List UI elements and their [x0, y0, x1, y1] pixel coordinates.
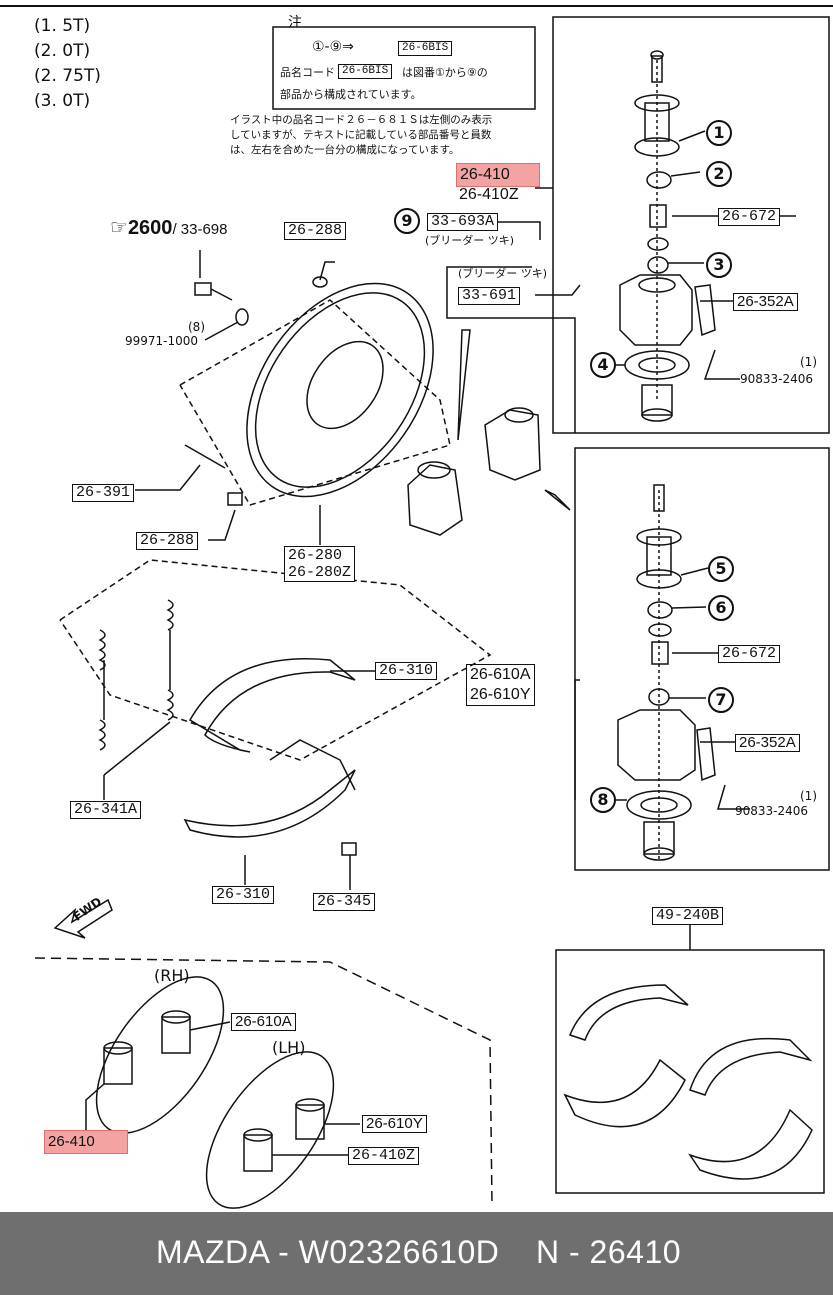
part-label-26-672-lower[interactable]: 26-672	[718, 645, 781, 663]
assembly-box-upper	[552, 16, 830, 434]
part-label-26-288-bottom[interactable]: 26-288	[136, 532, 199, 550]
part-label-26-410Z[interactable]: 26-410Z	[459, 186, 519, 203]
callout-2: 2	[706, 161, 732, 187]
part-label-26-610A: 26-610A	[470, 666, 531, 683]
part-label-26-310-bottom[interactable]: 26-310	[212, 886, 275, 904]
part-label-90833-lower[interactable]: 90833-2406	[735, 804, 809, 818]
capacity-item: (2. 0T)	[34, 41, 91, 61]
part-label-49-240B[interactable]: 49-240B	[652, 907, 724, 925]
part-label-26-410Z-bottom[interactable]: 26-410Z	[348, 1147, 420, 1165]
note-text-2: していますが、テキストに記載している部品番号と員数	[230, 129, 492, 141]
capacity-item: (2. 75T)	[34, 66, 101, 86]
callout-4: 4	[590, 352, 616, 378]
bleeder-note-2: (ブリーダー ツキ)	[458, 267, 548, 280]
callout-1: 1	[706, 120, 732, 146]
qty-upper: (1)	[800, 355, 817, 369]
part-label-26-352A-upper[interactable]: 26-352A	[733, 293, 798, 311]
shoe-kit-box	[555, 949, 825, 1194]
reference-rest: / 33-698	[172, 221, 228, 238]
callout-3: 3	[706, 252, 732, 278]
footer-code: N - 26410	[536, 1234, 682, 1270]
note-code-1: 26-6BIS	[398, 41, 453, 56]
callout-5: 5	[708, 556, 734, 582]
bleeder-note-1: (ブリーダー ツキ)	[425, 234, 515, 247]
part-label-26-352A-lower[interactable]: 26-352A	[735, 734, 800, 752]
capacity-item: (3. 0T)	[34, 91, 91, 111]
callout-6: 6	[708, 595, 734, 621]
part-label-99971[interactable]: 99971-1000	[125, 334, 199, 348]
lh-label: (LH)	[272, 1038, 306, 1057]
part-label-26-280Z: 26-280Z	[288, 564, 352, 581]
note-text-1: イラスト中の品名コード２６－６８１Ｓは左側のみ表示	[230, 114, 493, 126]
part-label-26-280: 26-280	[288, 547, 343, 564]
note-box	[272, 26, 536, 110]
rh-label: (RH)	[154, 966, 190, 985]
part-label-26-410-bottom-highlight[interactable]: 26-410	[44, 1130, 128, 1154]
part-label-33-693A[interactable]: 33-693A	[427, 213, 499, 231]
callout-8: 8	[590, 787, 616, 813]
note-prefix: 品名コード	[280, 66, 335, 79]
part-label-26-410-highlight[interactable]: 26-410	[456, 163, 540, 187]
part-label-26-341A[interactable]: 26-341A	[70, 801, 142, 819]
capacity-item: (1. 5T)	[34, 16, 91, 36]
note-range: ①-⑨⇒	[312, 39, 354, 55]
note-title: 注	[288, 15, 302, 31]
note-suffix: は図番①から⑨の	[402, 66, 488, 79]
part-label-26-610-group[interactable]: 26-610A 26-610Y	[466, 664, 535, 706]
part-label-33-691[interactable]: 33-691	[458, 287, 521, 305]
note-code-2: 26-6BIS	[338, 64, 393, 79]
callout-7: 7	[708, 687, 734, 713]
part-label-26-280-group[interactable]: 26-280 26-280Z	[284, 546, 356, 582]
part-label-26-610A-bottom[interactable]: 26-610A	[231, 1013, 296, 1031]
part-label-26-672-upper[interactable]: 26-672	[718, 208, 781, 226]
reference-link[interactable]: ☞2600/ 33-698	[110, 215, 227, 240]
note-text-3: は、左右を合めた一台分の構成になっています。	[230, 144, 460, 156]
part-label-26-288-top[interactable]: 26-288	[284, 222, 347, 240]
part-label-90833-upper[interactable]: 90833-2406	[740, 372, 814, 386]
qty-lower: (1)	[800, 789, 817, 803]
part-label-26-610Y: 26-610Y	[470, 686, 531, 703]
part-label-26-391[interactable]: 26-391	[72, 484, 135, 502]
part-label-26-310-top[interactable]: 26-310	[375, 662, 438, 680]
part-label-26-610Y-bottom[interactable]: 26-610Y	[362, 1115, 427, 1133]
capacity-list: (1. 5T) (2. 0T) (2. 75T) (3. 0T)	[34, 14, 101, 114]
footer-brand: MAZDA - W02326610D	[156, 1234, 500, 1270]
parts-diagram-drawing	[0, 5, 833, 1209]
qty-8: (8)	[188, 320, 205, 334]
note-line3: 部品から構成されています。	[280, 88, 422, 101]
footer-bar: MAZDA - W02326610D N - 26410	[0, 1212, 833, 1295]
reference-bold: 2600	[127, 217, 173, 239]
pointing-hand-icon: ☞	[110, 217, 128, 239]
callout-9: 9	[394, 208, 420, 234]
part-label-26-345[interactable]: 26-345	[313, 893, 376, 911]
assembly-box-lower	[574, 447, 830, 871]
